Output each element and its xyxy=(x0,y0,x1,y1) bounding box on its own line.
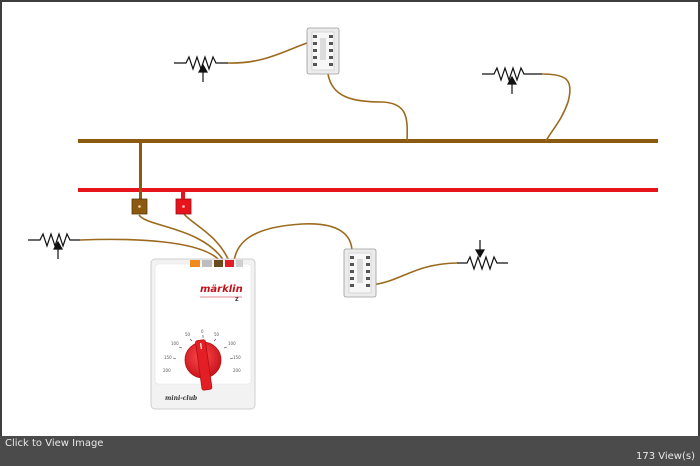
speed-controller: märklin Z 0 50 100 150 200 50 100 150 20… xyxy=(150,258,256,410)
wire-left-pot-controller xyxy=(79,238,221,262)
wiring-diagram[interactable]: märklin Z 0 50 100 150 200 50 100 150 20… xyxy=(2,2,698,436)
wire-pot-top-relay xyxy=(227,42,308,64)
wire-top-relay-rail xyxy=(327,73,409,142)
wires xyxy=(79,42,571,286)
brown-rail-terminal xyxy=(131,198,148,215)
svg-text:100: 100 xyxy=(171,341,179,346)
svg-text:0: 0 xyxy=(201,329,204,334)
dial-ticks xyxy=(172,335,234,360)
controller-model-letter: Z xyxy=(235,297,239,303)
relay-top xyxy=(306,27,340,75)
wire-brown-term-controller xyxy=(138,214,225,262)
controller-brand: märklin xyxy=(200,284,243,295)
potentiometer-top-right xyxy=(482,66,542,94)
brown-rail xyxy=(78,139,658,143)
potentiometer-left xyxy=(28,232,80,259)
potentiometer-bottom-right xyxy=(457,240,508,271)
brown-feeder-wire xyxy=(139,141,142,201)
red-rail xyxy=(78,188,658,192)
svg-text:150: 150 xyxy=(233,355,241,360)
diagram-svg: märklin Z 0 50 100 150 200 50 100 150 20… xyxy=(28,27,658,410)
dial-scale: 0 50 100 150 200 50 100 150 200 xyxy=(163,329,241,373)
potentiometer-top-left xyxy=(174,55,228,82)
wire-red-term-controller xyxy=(183,213,230,262)
svg-text:150: 150 xyxy=(164,355,172,360)
red-rail-terminal xyxy=(175,192,192,215)
speed-knob[interactable] xyxy=(184,339,222,391)
wire-right-pot-rail xyxy=(541,73,571,142)
svg-text:200: 200 xyxy=(163,368,171,373)
svg-text:50: 50 xyxy=(214,332,220,337)
wire-controller-bottom-relay xyxy=(233,223,353,262)
view-image-link[interactable]: Click to View Image xyxy=(5,438,104,449)
svg-text:100: 100 xyxy=(228,341,236,346)
caption-bar: Click to View Image 173 View(s) xyxy=(0,436,700,466)
view-count: 173 View(s) xyxy=(635,451,695,462)
wire-bottom-relay-pot xyxy=(369,262,458,286)
controller-model-name: mini-club xyxy=(165,395,197,402)
svg-text:200: 200 xyxy=(233,368,241,373)
relay-bottom xyxy=(343,248,377,298)
svg-text:50: 50 xyxy=(185,332,191,337)
